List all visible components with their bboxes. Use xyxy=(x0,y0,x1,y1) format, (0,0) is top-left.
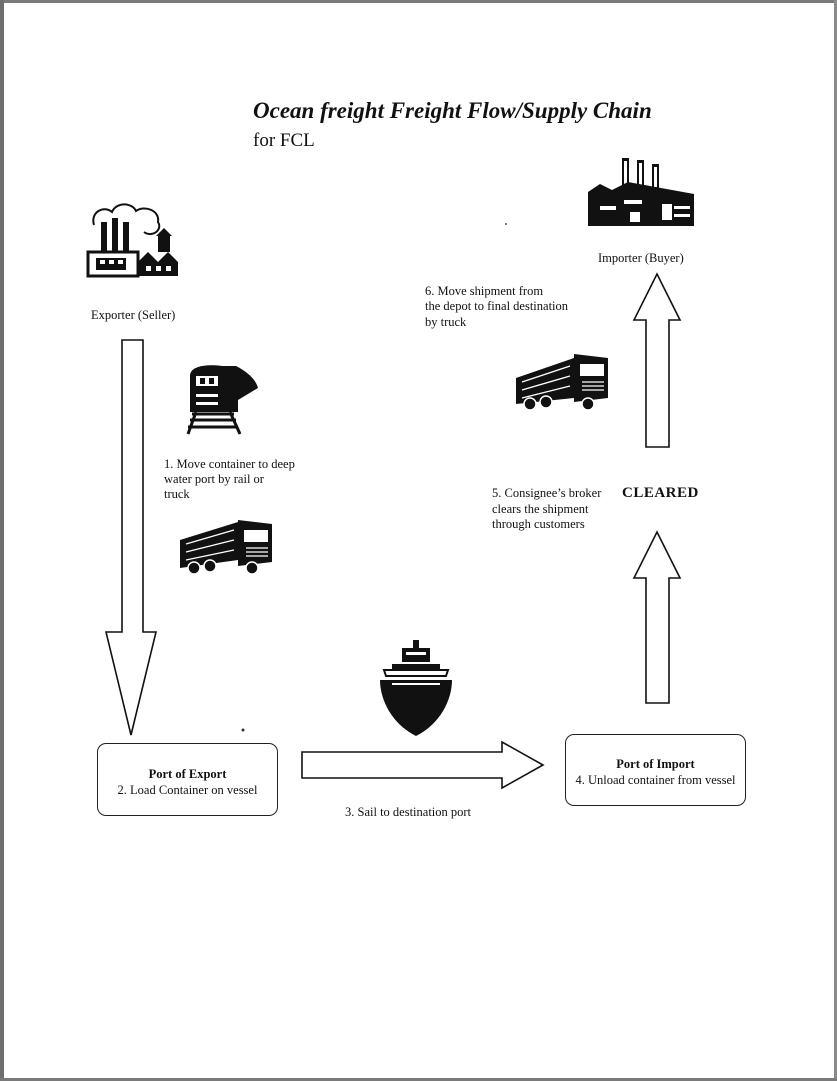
exporter-factory-icon xyxy=(86,203,178,278)
port-of-import-step: 4. Unload container from vessel xyxy=(575,773,736,787)
step1-line2: water port by rail or xyxy=(164,472,264,486)
port-of-export-box: Port of Export 2. Load Container on vess… xyxy=(97,743,278,816)
truck-icon-2 xyxy=(516,354,608,411)
step5-line3: through customers xyxy=(492,517,585,531)
port-of-export-title: Port of Export xyxy=(148,767,227,781)
port-of-export-step: 2. Load Container on vessel xyxy=(117,783,258,797)
step6-line1: 6. Move shipment from xyxy=(425,284,544,298)
speck-mark xyxy=(241,728,245,732)
train-icon xyxy=(186,365,258,435)
frame-bottom xyxy=(0,1078,837,1081)
speck-mark-2 xyxy=(505,223,507,225)
exporter-label: Exporter (Seller) xyxy=(91,308,176,322)
arrow-up-to-importer xyxy=(632,272,682,448)
step6-line2: the depot to final destination xyxy=(425,299,569,313)
arrow-down-to-export xyxy=(104,339,158,736)
diagram-title: Ocean freight Freight Flow/Supply Chain xyxy=(253,98,652,123)
step1-line3: truck xyxy=(164,487,190,501)
cleared-label: CLEARED xyxy=(622,485,699,501)
step6-line3: by truck xyxy=(425,315,467,329)
truck-icon xyxy=(180,520,272,575)
step1-line1: 1. Move container to deep xyxy=(164,457,295,471)
step3-label: 3. Sail to destination port xyxy=(345,805,472,819)
importer-label: Importer (Buyer) xyxy=(598,251,684,265)
frame-left xyxy=(0,0,4,1081)
arrow-up-to-cleared xyxy=(632,530,682,704)
arrow-right-to-import xyxy=(301,740,545,790)
step5-line1: 5. Consignee’s broker xyxy=(492,486,602,500)
port-of-import-box: Port of Import 4. Unload container from … xyxy=(565,734,746,806)
importer-factory-icon xyxy=(588,158,694,226)
ship-icon xyxy=(380,640,452,736)
frame-right xyxy=(834,0,837,1081)
step5-line2: clears the shipment xyxy=(492,502,589,516)
port-of-import-title: Port of Import xyxy=(616,757,695,771)
frame-top xyxy=(0,0,837,3)
diagram-subtitle: for FCL xyxy=(253,130,315,151)
